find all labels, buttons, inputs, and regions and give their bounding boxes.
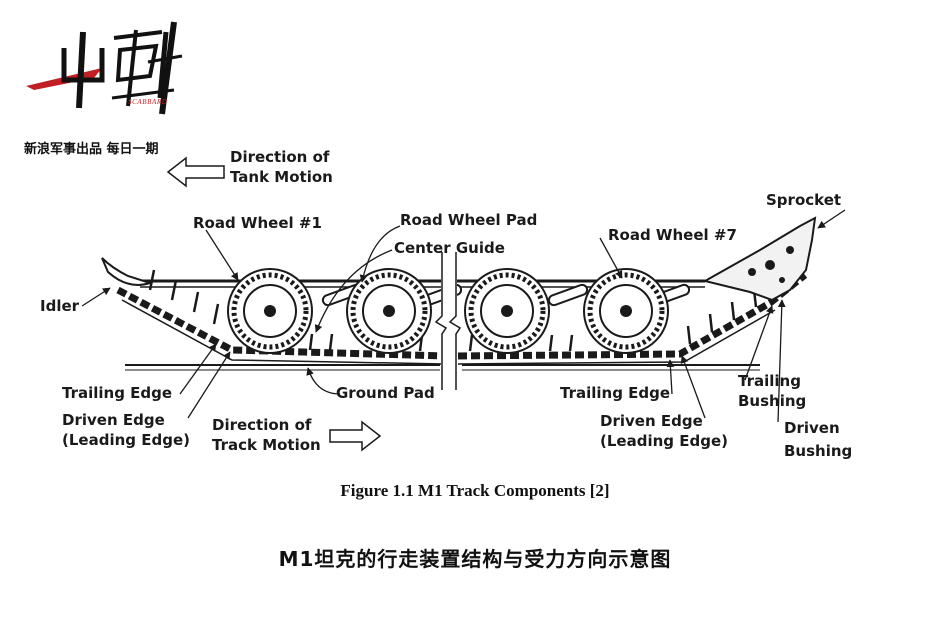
direction-track-motion-label-1: Direction of (212, 416, 312, 434)
trailing-bushing-label-2: Bushing (738, 392, 806, 410)
road-wheel-1-label: Road Wheel #1 (193, 214, 322, 232)
break-line (434, 250, 462, 390)
logo-subtitle: SCABBARD (128, 98, 168, 106)
driven-bushing-label-2: Bushing (784, 442, 852, 460)
ground-pad-label: Ground Pad (336, 384, 435, 402)
idler-label: Idler (40, 297, 80, 315)
logo-tagline: 新浪军事出品 每日一期 (24, 142, 159, 157)
road-wheel-pad-label: Road Wheel Pad (400, 211, 537, 229)
direction-track-motion-label-2: Track Motion (212, 436, 321, 454)
driven-edge-right-label-1: Driven Edge (600, 412, 703, 430)
figure-caption: Figure 1.1 M1 Track Components [2] (340, 481, 610, 500)
center-guide-label: Center Guide (394, 239, 505, 257)
driven-bushing-label-1: Driven (784, 419, 840, 437)
road-wheel (227, 268, 313, 354)
chinese-title: M1坦克的行走装置结构与受力方向示意图 (278, 547, 672, 571)
direction-tank-motion-label-2: Tank Motion (230, 168, 333, 186)
trailing-edge-left-label: Trailing Edge (62, 384, 172, 402)
direction-arrow-right (329, 420, 382, 452)
road-wheel (346, 268, 432, 354)
trailing-bushing-label-1: Trailing (738, 372, 801, 390)
scabbard-logo: SCABBARD 新浪军事出品 每日一期 (24, 18, 224, 158)
idler-wheel (101, 257, 154, 286)
road-wheel (583, 268, 669, 354)
trailing-edge-right-label: Trailing Edge (560, 384, 670, 402)
driven-edge-right-label-2: (Leading Edge) (600, 432, 728, 450)
leader-lines (81, 209, 846, 423)
road-wheel (464, 268, 550, 354)
ground-line (125, 364, 760, 371)
road-wheel-7-label: Road Wheel #7 (608, 226, 737, 244)
sprocket-wheel (702, 216, 817, 302)
scabbard-logo-mark (26, 21, 183, 115)
center-guide-teeth (148, 269, 758, 352)
sprocket-label: Sprocket (766, 191, 841, 209)
direction-arrow-left (166, 156, 225, 188)
direction-tank-motion-label-1: Direction of (230, 148, 330, 166)
driven-edge-left-label-2: (Leading Edge) (62, 431, 190, 449)
driven-edge-left-label-1: Driven Edge (62, 411, 165, 429)
